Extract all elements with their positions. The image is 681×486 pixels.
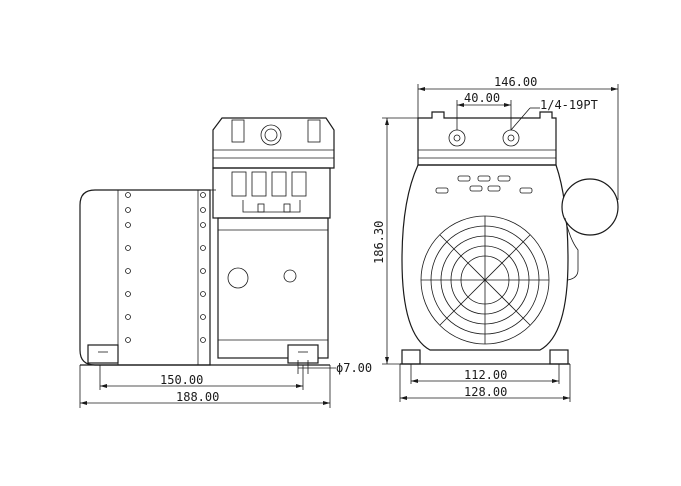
motor-vent-holes <box>125 192 206 343</box>
dim-40: 40.00 <box>464 91 500 105</box>
dim-188: 188.00 <box>176 390 219 404</box>
capacitor <box>561 178 619 236</box>
motor-body <box>79 189 211 366</box>
dim-150: 150.00 <box>160 373 203 387</box>
dim-hole-diameter: ϕ7.00 <box>336 361 372 375</box>
dim-128: 128.00 <box>464 385 507 399</box>
port-left <box>448 129 466 147</box>
dim-thread: 1/4-19PT <box>540 98 598 112</box>
pump-body <box>217 217 329 359</box>
foot-right <box>287 344 319 364</box>
port-right <box>502 129 520 147</box>
front-head <box>417 111 557 166</box>
side-dimensions: 150.00 188.00 ϕ7.00 <box>79 360 372 408</box>
dim-112: 112.00 <box>464 368 507 382</box>
front-foot-right <box>549 349 569 365</box>
side-view <box>79 117 335 366</box>
port-outer-circle <box>260 124 282 146</box>
dim-186: 186.30 <box>372 221 386 264</box>
pump-head-upper <box>212 167 331 219</box>
front-dimensions: 146.00 40.00 1/4-19PT 186.30 112.00 128.… <box>372 75 619 402</box>
pump-top-block <box>212 117 335 169</box>
dim-146: 146.00 <box>494 75 537 89</box>
body-hole-small <box>283 269 297 283</box>
body-hole-large <box>227 267 249 289</box>
foot-left <box>87 344 119 364</box>
fan-grille <box>420 215 550 345</box>
front-view <box>400 111 619 365</box>
front-foot-left <box>401 349 421 365</box>
